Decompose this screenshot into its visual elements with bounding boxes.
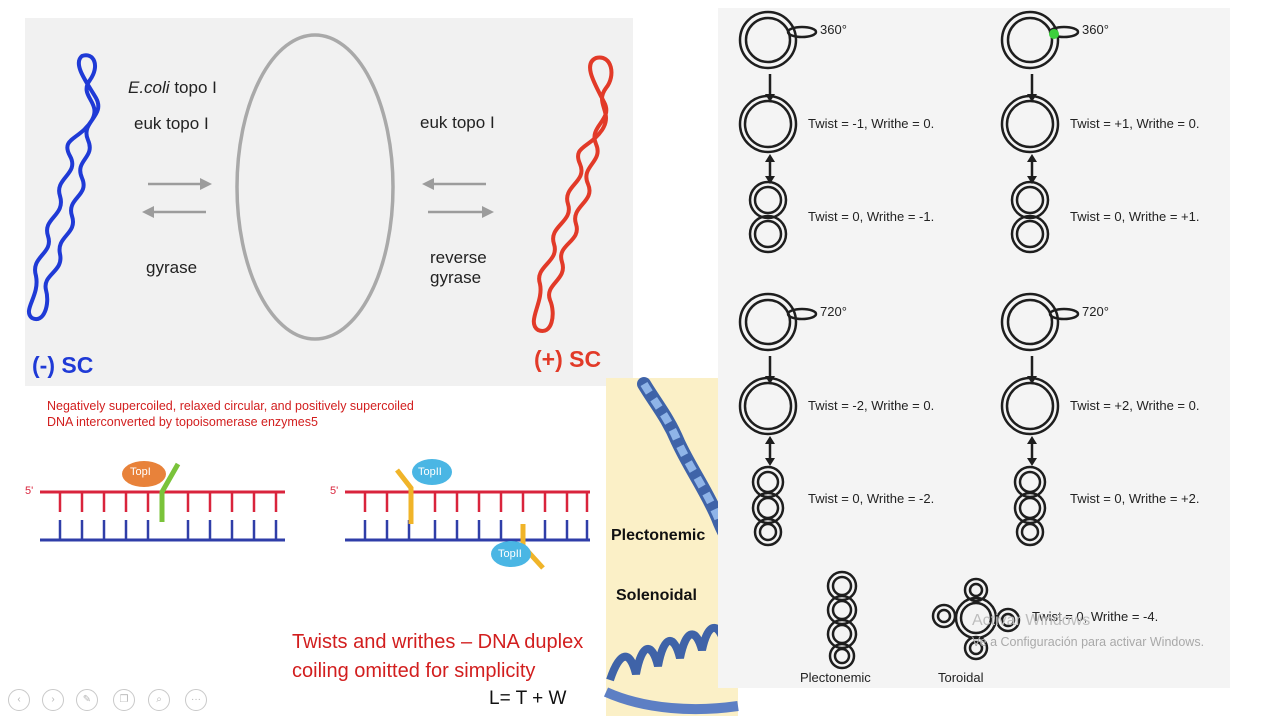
plectonemic-panel-label: Plectonemic [611, 527, 706, 544]
twist-row-1: Twist = -1, Writhe = 0. [808, 116, 935, 131]
linking-number-formula: L= T + W [489, 688, 567, 709]
rotation-360-right: 360° [1082, 22, 1109, 37]
topo1-suffix: topo I [174, 78, 217, 97]
caption-line-2: DNA interconverted by topoisomerase enzy… [47, 415, 318, 429]
twist-writhe-note: Twists and writhes – DNA duplex coiling … [292, 628, 583, 686]
twist-row-2: Twist = +1, Writhe = 0. [1070, 116, 1200, 131]
negative-sc-label: (-) SC [32, 352, 94, 378]
rotation-720-left: 720° [820, 304, 847, 319]
caption-line-1: Negatively supercoiled, relaxed circular… [47, 399, 414, 413]
note-line-2: coiling omitted for simplicity [292, 660, 536, 682]
reverse-label: reverse [430, 248, 487, 267]
positive-supercoil-strand [531, 55, 614, 333]
gyrase-label: gyrase [146, 258, 198, 277]
ecoli-italic: E.coli [128, 78, 170, 97]
positive-sc-label: (+) SC [534, 346, 602, 372]
euk-topo1-right-label: euk topo I [420, 113, 495, 132]
twist-row-8: Twist = 0, Writhe = +2. [1070, 491, 1200, 506]
topo1-nick-diagram [40, 461, 285, 542]
right-equilibrium-arrows [422, 178, 494, 218]
negative-supercoil-strand [26, 53, 101, 322]
topo2-top-enzyme-label: TopII [418, 466, 442, 478]
rotation-720-right: 720° [1082, 304, 1109, 319]
five-prime-label-a: 5' [25, 485, 34, 497]
twist-row-5: Twist = -2, Writhe = 0. [808, 398, 935, 413]
topo2-break-diagram [345, 459, 590, 570]
solenoidal-panel-label: Solenoidal [616, 587, 697, 604]
activation-watermark-title: Activar Windows [972, 612, 1091, 629]
twist-row-3: Twist = 0, Writhe = -1. [808, 209, 935, 224]
next-slide-button[interactable]: › [42, 689, 64, 711]
previous-slide-button[interactable]: ‹ [8, 689, 30, 711]
toroidal-label: Toroidal [938, 670, 984, 685]
twist-row-4: Twist = 0, Writhe = +1. [1070, 209, 1200, 224]
twist-writhe-panel [718, 8, 1230, 688]
pen-icon[interactable]: ✎ [76, 689, 98, 711]
euk-topo1-left-label: euk topo I [134, 114, 209, 133]
ecoli-topo1-label: E.coli topo I [128, 78, 217, 98]
twist-writhe-drawings [738, 10, 1080, 670]
twist-row-9: Twist = 0, Writhe = -4. [1032, 609, 1159, 624]
twist-row-7: Twist = 0, Writhe = -2. [808, 491, 935, 506]
five-prime-label-b: 5' [330, 485, 339, 497]
slides-icon[interactable]: ❐ [113, 689, 135, 711]
rotation-360-left: 360° [820, 22, 847, 37]
twist-row-6: Twist = +2, Writhe = 0. [1070, 398, 1200, 413]
topo2-bottom-enzyme-label: TopII [498, 548, 522, 560]
plectonemic-label: Plectonemic [800, 670, 871, 685]
figure-caption: Negatively supercoiled, relaxed circular… [47, 398, 414, 430]
relaxed-circular-dna [235, 33, 395, 341]
zoom-icon[interactable]: ⌕ [148, 689, 170, 711]
more-options-icon[interactable]: ··· [185, 689, 207, 711]
reverse-gyrase-label: gyrase [430, 268, 482, 287]
note-line-1: Twists and writhes – DNA duplex [292, 631, 584, 653]
topoisomerase-panel [25, 18, 633, 386]
topo1-enzyme-label: TopI [130, 466, 151, 478]
activation-watermark-subtitle: Ve a Configuración para activar Windows. [972, 635, 1205, 649]
left-equilibrium-arrows [142, 178, 212, 218]
